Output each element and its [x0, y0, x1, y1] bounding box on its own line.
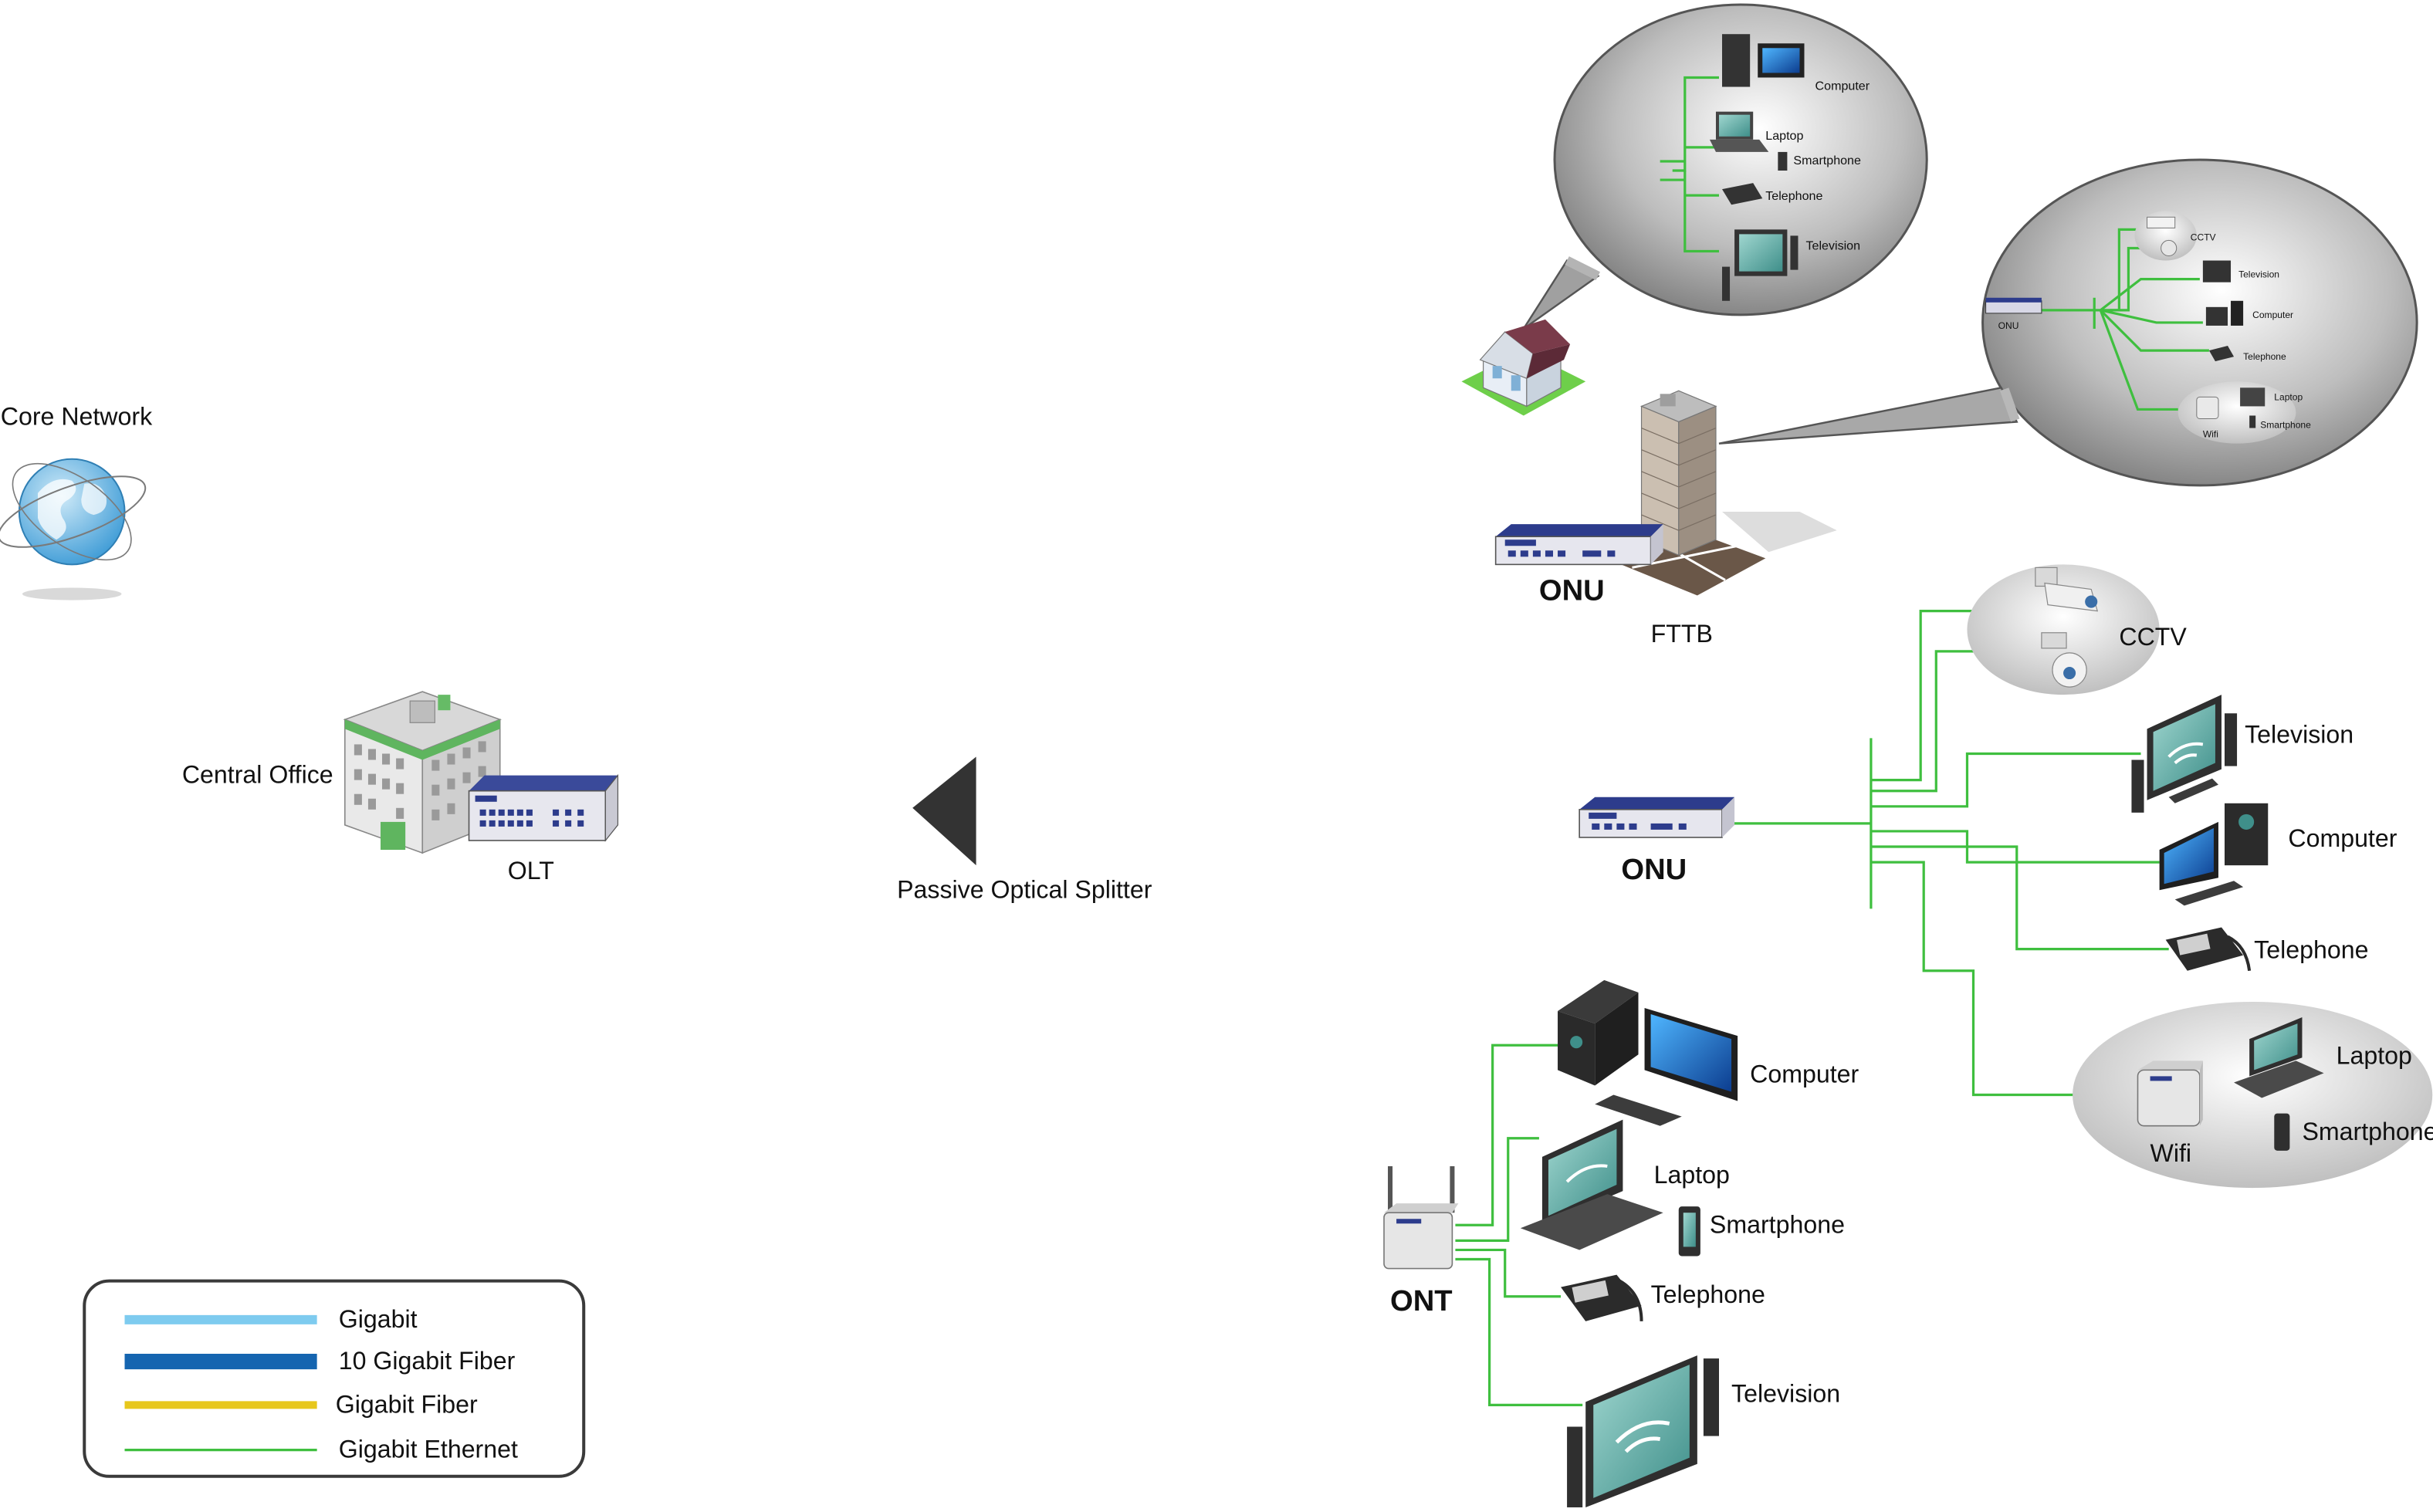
ont-computer-label: Computer — [1750, 1060, 1859, 1087]
onu-smartphone-label: Smartphone — [2302, 1118, 2433, 1145]
laptop-icon — [1709, 111, 1769, 152]
building-bubble: ONU CCTV Television Computer Telephone L… — [1718, 158, 2418, 487]
legend-label-gigabit-ethernet: Gigabit Ethernet — [339, 1436, 518, 1463]
ont-television-label: Television — [1731, 1379, 1840, 1407]
bubble-smartphone-label: Smartphone — [2260, 420, 2311, 431]
television-icon — [2131, 695, 2238, 813]
bubble-laptop-label: Laptop — [2274, 391, 2303, 402]
olt-chassis-icon — [468, 773, 619, 842]
bubble-computer-label: Computer — [2252, 310, 2293, 320]
telephone-icon — [1561, 1274, 1643, 1321]
home-telephone-label: Telephone — [1765, 189, 1822, 203]
onu-cluster: ONU CCTV Television Comp — [1579, 564, 2433, 1189]
computer-icon — [2159, 803, 2269, 906]
bubble-wifi-label: Wifi — [2203, 429, 2218, 440]
wifi-router-icon — [2196, 396, 2219, 419]
cctv-icon — [2035, 567, 2099, 688]
laptop-icon — [2240, 387, 2265, 407]
passive-optical-splitter: Passive Optical Splitter — [897, 756, 1152, 903]
globe-icon — [0, 458, 147, 600]
computer-icon — [1722, 34, 1805, 87]
smartphone-icon — [2274, 1113, 2290, 1151]
tower-icon — [1639, 390, 1717, 556]
onu-telephone-label: Telephone — [2254, 936, 2368, 964]
ont-label: ONT — [1390, 1284, 1453, 1318]
legend-label-gigabit-fiber: Gigabit Fiber — [336, 1390, 478, 1418]
telephone-icon — [1722, 183, 1763, 205]
smartphone-icon — [2249, 415, 2256, 428]
home-television-label: Television — [1806, 238, 1861, 252]
home-computer-label: Computer — [1815, 79, 1870, 93]
onu-building-label: ONU — [1539, 574, 1605, 607]
onu-building-device-icon — [1494, 524, 1663, 566]
core-network-label: Core Network — [1, 403, 153, 431]
home-bubble-wiring — [1660, 76, 1719, 253]
ont-router-icon — [1383, 1165, 1459, 1270]
onu-mini-icon — [1985, 297, 2042, 314]
onu-mid-label: ONU — [1621, 853, 1687, 886]
onu-computer-label: Computer — [2288, 824, 2397, 852]
fttb-label: FTTB — [1651, 620, 1713, 648]
fttb-building: ONU FTTB — [1494, 390, 1837, 648]
splitter-icon — [912, 756, 976, 866]
onu-device-icon — [1579, 797, 1735, 838]
bubble-cctv-label: CCTV — [2191, 232, 2216, 242]
computer-icon — [2205, 300, 2244, 326]
onu-cctv-label: CCTV — [2119, 623, 2187, 651]
television-icon — [1722, 229, 1799, 301]
wifi-zone — [2073, 1001, 2433, 1189]
television-icon — [1567, 1355, 1719, 1507]
cctv-zone — [1967, 564, 2160, 695]
onu-wifi-label: Wifi — [2150, 1139, 2192, 1167]
bubble-onu-label: ONU — [1998, 320, 2019, 331]
olt-label: OLT — [508, 857, 554, 885]
home-bubble: Computer Laptop Smartphone Telephone Tel… — [1461, 3, 1928, 416]
ont-cluster-wiring — [1455, 1044, 1583, 1406]
building-bubble-wiring — [2041, 228, 2209, 411]
splitter-label: Passive Optical Splitter — [897, 875, 1152, 903]
legend-label-ten-gigabit-fiber: 10 Gigabit Fiber — [339, 1347, 516, 1375]
smartphone-icon — [1778, 151, 1788, 171]
core-network: Core Network — [0, 403, 153, 600]
computer-icon — [1558, 979, 1738, 1126]
ont-laptop-label: Laptop — [1654, 1161, 1730, 1189]
laptop-icon — [2234, 1017, 2324, 1098]
cctv-icon — [2134, 211, 2197, 261]
onu-television-label: Television — [2245, 720, 2353, 748]
central-office: Central Office OLT — [182, 691, 619, 885]
television-icon — [2202, 260, 2232, 282]
home-laptop-label: Laptop — [1765, 129, 1803, 143]
bubble-television-label: Television — [2238, 269, 2279, 280]
bubble-telephone-label: Telephone — [2243, 351, 2286, 362]
laptop-icon — [1520, 1119, 1663, 1250]
wifi-zone — [2178, 381, 2296, 444]
ont-telephone-label: Telephone — [1651, 1280, 1765, 1308]
central-office-label: Central Office — [182, 761, 333, 789]
telephone-icon — [2165, 927, 2252, 972]
telephone-icon — [2208, 346, 2235, 362]
house-icon — [1461, 319, 1586, 416]
ont-smartphone-label: Smartphone — [1710, 1210, 1845, 1238]
ont-cluster: ONT Computer Laptop Smartphone Telephone — [1383, 979, 1859, 1507]
legend-label-gigabit: Gigabit — [339, 1305, 418, 1333]
wifi-router-icon — [2137, 1060, 2203, 1127]
onu-laptop-label: Laptop — [2337, 1041, 2412, 1069]
onu-cluster-wiring — [1731, 610, 2169, 1097]
home-smartphone-label: Smartphone — [1793, 154, 1861, 167]
